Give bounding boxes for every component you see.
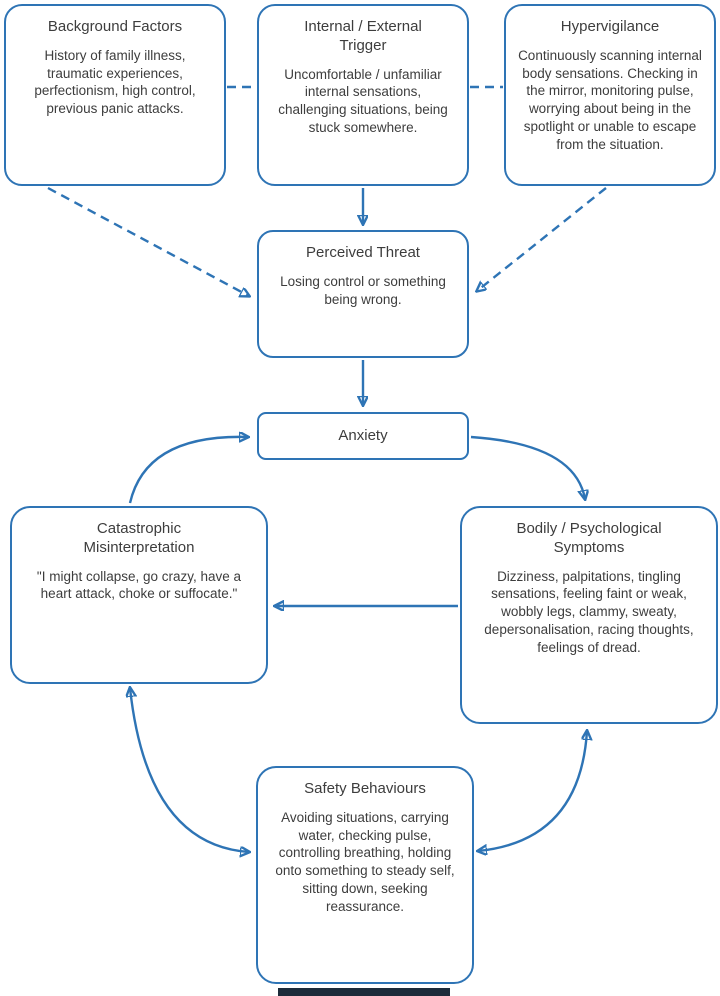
node-body: Dizziness, palpitations, tingling sensat… [484,568,694,655]
node-hypervigilance: Hypervigilance Continuously scanning int… [504,4,716,186]
node-anxiety: Anxiety [257,412,469,460]
node-perceived-threat: Perceived Threat Losing control or somet… [257,230,469,358]
arrow-safety-symptoms-bidirectional [478,731,587,851]
arrow-anxiety-to-symptoms [470,435,585,499]
node-bodily-psychological-symptoms: Bodily / Psychological Symptoms Dizzines… [460,506,718,724]
footer-bar [278,988,450,996]
node-body: Losing control or something being wrong. [280,273,446,307]
arrow-catastrophic-to-anxiety [128,437,248,504]
node-title: Perceived Threat [306,244,420,261]
node-body: Continuously scanning internal body sens… [518,47,702,152]
node-title: Internal / External Trigger [304,18,422,54]
dashed-arrow-hypervigilance-to-threat [477,187,607,291]
node-title: Anxiety [338,426,388,444]
node-title: Hypervigilance [560,18,660,35]
node-title: Catastrophic Misinterpretation [83,520,195,556]
node-catastrophic-misinterpretation: Catastrophic Misinterpretation "I might … [10,506,268,684]
node-internal-external-trigger: Internal / External Trigger Uncomfortabl… [257,4,469,186]
node-title: Bodily / Psychological Symptoms [516,520,662,556]
node-body: "I might collapse, go crazy, have a hear… [36,568,242,602]
node-body: Avoiding situations, carrying water, che… [275,809,455,914]
node-body: Uncomfortable / unfamiliar internal sens… [278,66,448,135]
node-safety-behaviours: Safety Behaviours Avoiding situations, c… [256,766,474,984]
node-body: History of family illness, traumatic exp… [34,47,196,117]
arrow-catastrophic-safety-bidirectional [130,688,249,852]
node-title: Background Factors [47,18,183,35]
node-background-factors: Background Factors History of family ill… [4,4,226,186]
node-title: Safety Behaviours [304,780,426,797]
dashed-arrow-background-to-threat [47,186,249,296]
